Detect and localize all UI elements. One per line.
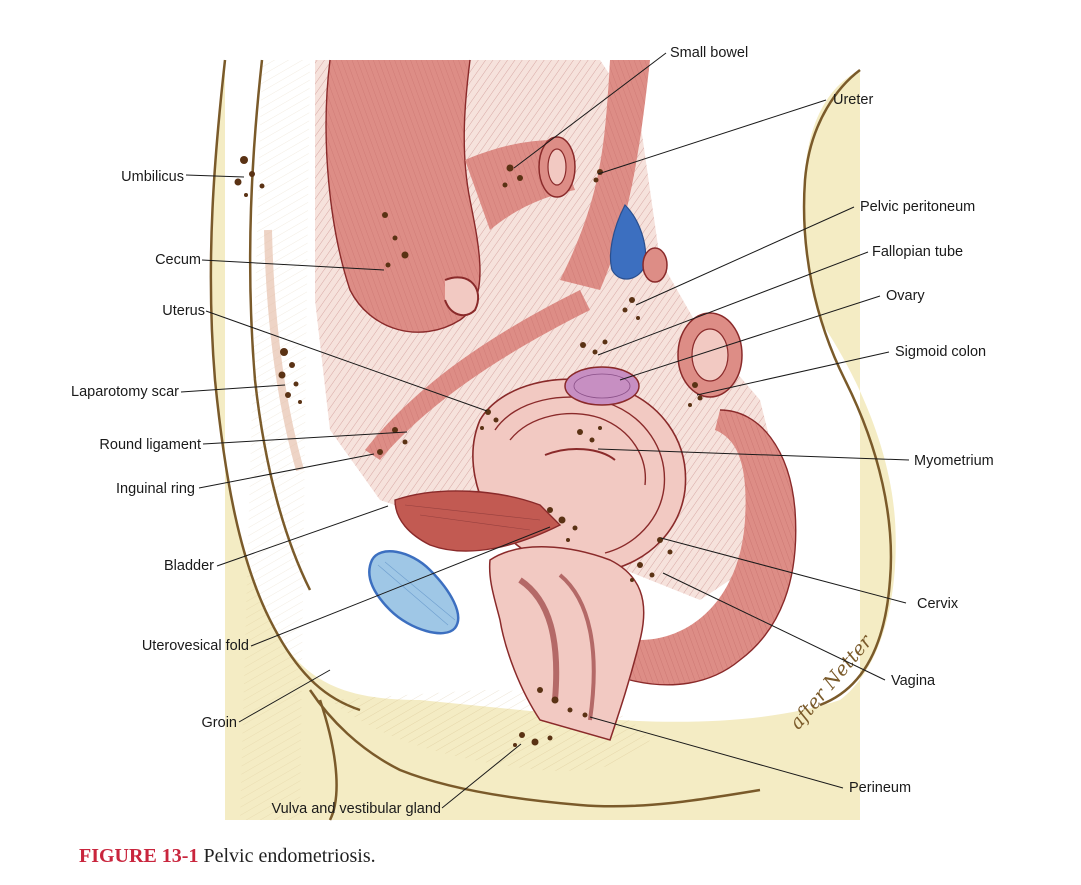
cecum bbox=[325, 59, 481, 333]
vagina bbox=[488, 546, 645, 741]
figure-number: FIGURE 13-1 bbox=[79, 845, 199, 867]
endometriosis-lesions bbox=[234, 156, 703, 747]
labels: Small bowel Ureter Umbilicus Pelvic peri… bbox=[71, 45, 994, 817]
small-bowel bbox=[465, 136, 576, 230]
label-bladder: Bladder bbox=[164, 558, 214, 574]
pubic-bone bbox=[368, 550, 460, 635]
label-pelvic-peritoneum: Pelvic peritoneum bbox=[860, 199, 975, 215]
bladder bbox=[394, 490, 562, 552]
caption-text: Pelvic endometriosis. bbox=[203, 845, 376, 867]
label-cecum: Cecum bbox=[155, 252, 201, 268]
label-ureter: Ureter bbox=[833, 92, 873, 108]
label-ovary: Ovary bbox=[886, 288, 925, 304]
vein-vessel bbox=[609, 203, 647, 280]
label-fallopian-tube: Fallopian tube bbox=[872, 244, 963, 260]
label-umbilicus: Umbilicus bbox=[121, 169, 184, 185]
label-cervix: Cervix bbox=[917, 596, 959, 612]
label-laparotomy-scar: Laparotomy scar bbox=[71, 384, 179, 400]
figure-caption: FIGURE 13-1 Pelvic endometriosis. bbox=[79, 845, 376, 868]
label-vagina: Vagina bbox=[891, 673, 936, 689]
label-sigmoid-colon: Sigmoid colon bbox=[895, 344, 986, 360]
label-uterovesical-fold: Uterovesical fold bbox=[142, 638, 249, 654]
label-inguinal-ring: Inguinal ring bbox=[116, 481, 195, 497]
label-round-ligament: Round ligament bbox=[99, 437, 201, 453]
label-perineum: Perineum bbox=[849, 780, 911, 796]
sigmoid-colon bbox=[629, 312, 797, 686]
label-uterus: Uterus bbox=[162, 303, 205, 319]
label-myometrium: Myometrium bbox=[914, 453, 994, 469]
label-groin: Groin bbox=[202, 715, 237, 731]
ureter bbox=[560, 60, 668, 290]
label-vulva-vestibular-gland: Vulva and vestibular gland bbox=[271, 801, 441, 817]
leader-lines bbox=[180, 52, 910, 809]
ovary bbox=[564, 366, 640, 406]
label-small-bowel: Small bowel bbox=[670, 45, 748, 61]
round-ligament bbox=[365, 290, 590, 460]
